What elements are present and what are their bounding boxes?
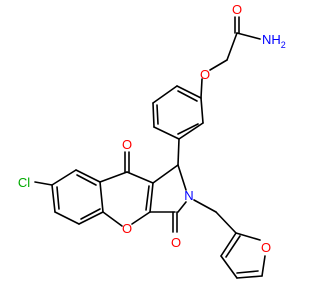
bond-ch2-furan [215, 211, 237, 234]
bond-c9-c8a [99, 171, 128, 183]
bond-fu-3-inner [236, 270, 259, 274]
bond-n-ch2 [193, 199, 217, 213]
bond-benz-1 [200, 97, 204, 124]
bond-cb-3-inner [56, 186, 60, 210]
bond-c-cl [34, 181, 53, 186]
atom-labels: O NH2 O Cl O O O N O [18, 2, 286, 255]
amide-nitrogen-label: NH2 [262, 32, 286, 50]
amide-nh-text: NH [262, 32, 281, 47]
bond-n-c3 [177, 201, 187, 213]
bond-cb-1 [78, 211, 104, 225]
bond-benz-4 [152, 102, 155, 128]
bond-fu-2 [220, 255, 238, 279]
bond-o-aryl [200, 78, 203, 99]
pyrrolone-nitrogen-label: N [184, 188, 193, 203]
bond-ch-n [177, 164, 187, 191]
ether-oxygen-label: O [200, 67, 210, 82]
bond-fu-1 [220, 232, 237, 257]
bond-benz-3 [153, 126, 180, 140]
bond-c9a-c9 [126, 171, 154, 184]
bond-cb-5-inner [76, 174, 97, 186]
furan-oxygen-label: O [261, 240, 271, 255]
bond-benz-2 [178, 122, 204, 140]
pyran-oxygen-label: O [122, 221, 132, 236]
bond-benz-4-inner [156, 104, 159, 125]
lactam-oxygen-label: O [171, 235, 181, 250]
bond-benz-6 [176, 85, 202, 99]
bond-fu-5 [235, 232, 261, 241]
bond-benz-5 [152, 85, 178, 104]
amide-oxygen-label: O [232, 2, 242, 17]
bond-cb-3 [51, 184, 56, 213]
molecule-drawing: O NH2 O Cl O O O N O [18, 2, 286, 279]
ketone-oxygen-label: O [122, 137, 132, 152]
bond-c8a-c4a [99, 181, 104, 213]
bond-fu-1-inner [225, 235, 241, 258]
bond-o-c4a [102, 211, 123, 227]
bond-fu-4 [261, 255, 266, 277]
bond-ch2-o [209, 59, 228, 71]
bond-ch-c9a [152, 164, 179, 184]
bond-c-nh2 [236, 32, 261, 40]
bond-cb-1-inner [80, 208, 101, 220]
bond-cb-5 [75, 169, 101, 183]
chlorine-label: Cl [18, 175, 30, 190]
bond-cb-2 [54, 211, 80, 225]
bond-c-ch2 [226, 32, 238, 61]
bond-benz-6-inner [177, 90, 198, 102]
bond-aryl-ch [177, 138, 180, 166]
structure-svg: O NH2 O Cl O O O N O [18, 2, 286, 279]
bond-c3a-c9a-inner [145, 185, 150, 211]
bond-fu-3 [236, 275, 263, 279]
bonds [34, 16, 266, 279]
amide-nh-subscript: 2 [281, 40, 286, 50]
bond-benz-2-inner [177, 123, 199, 135]
bond-c3a-c9a [149, 182, 154, 213]
bond-c3a-o [131, 211, 151, 225]
bond-cb-4 [51, 169, 77, 186]
